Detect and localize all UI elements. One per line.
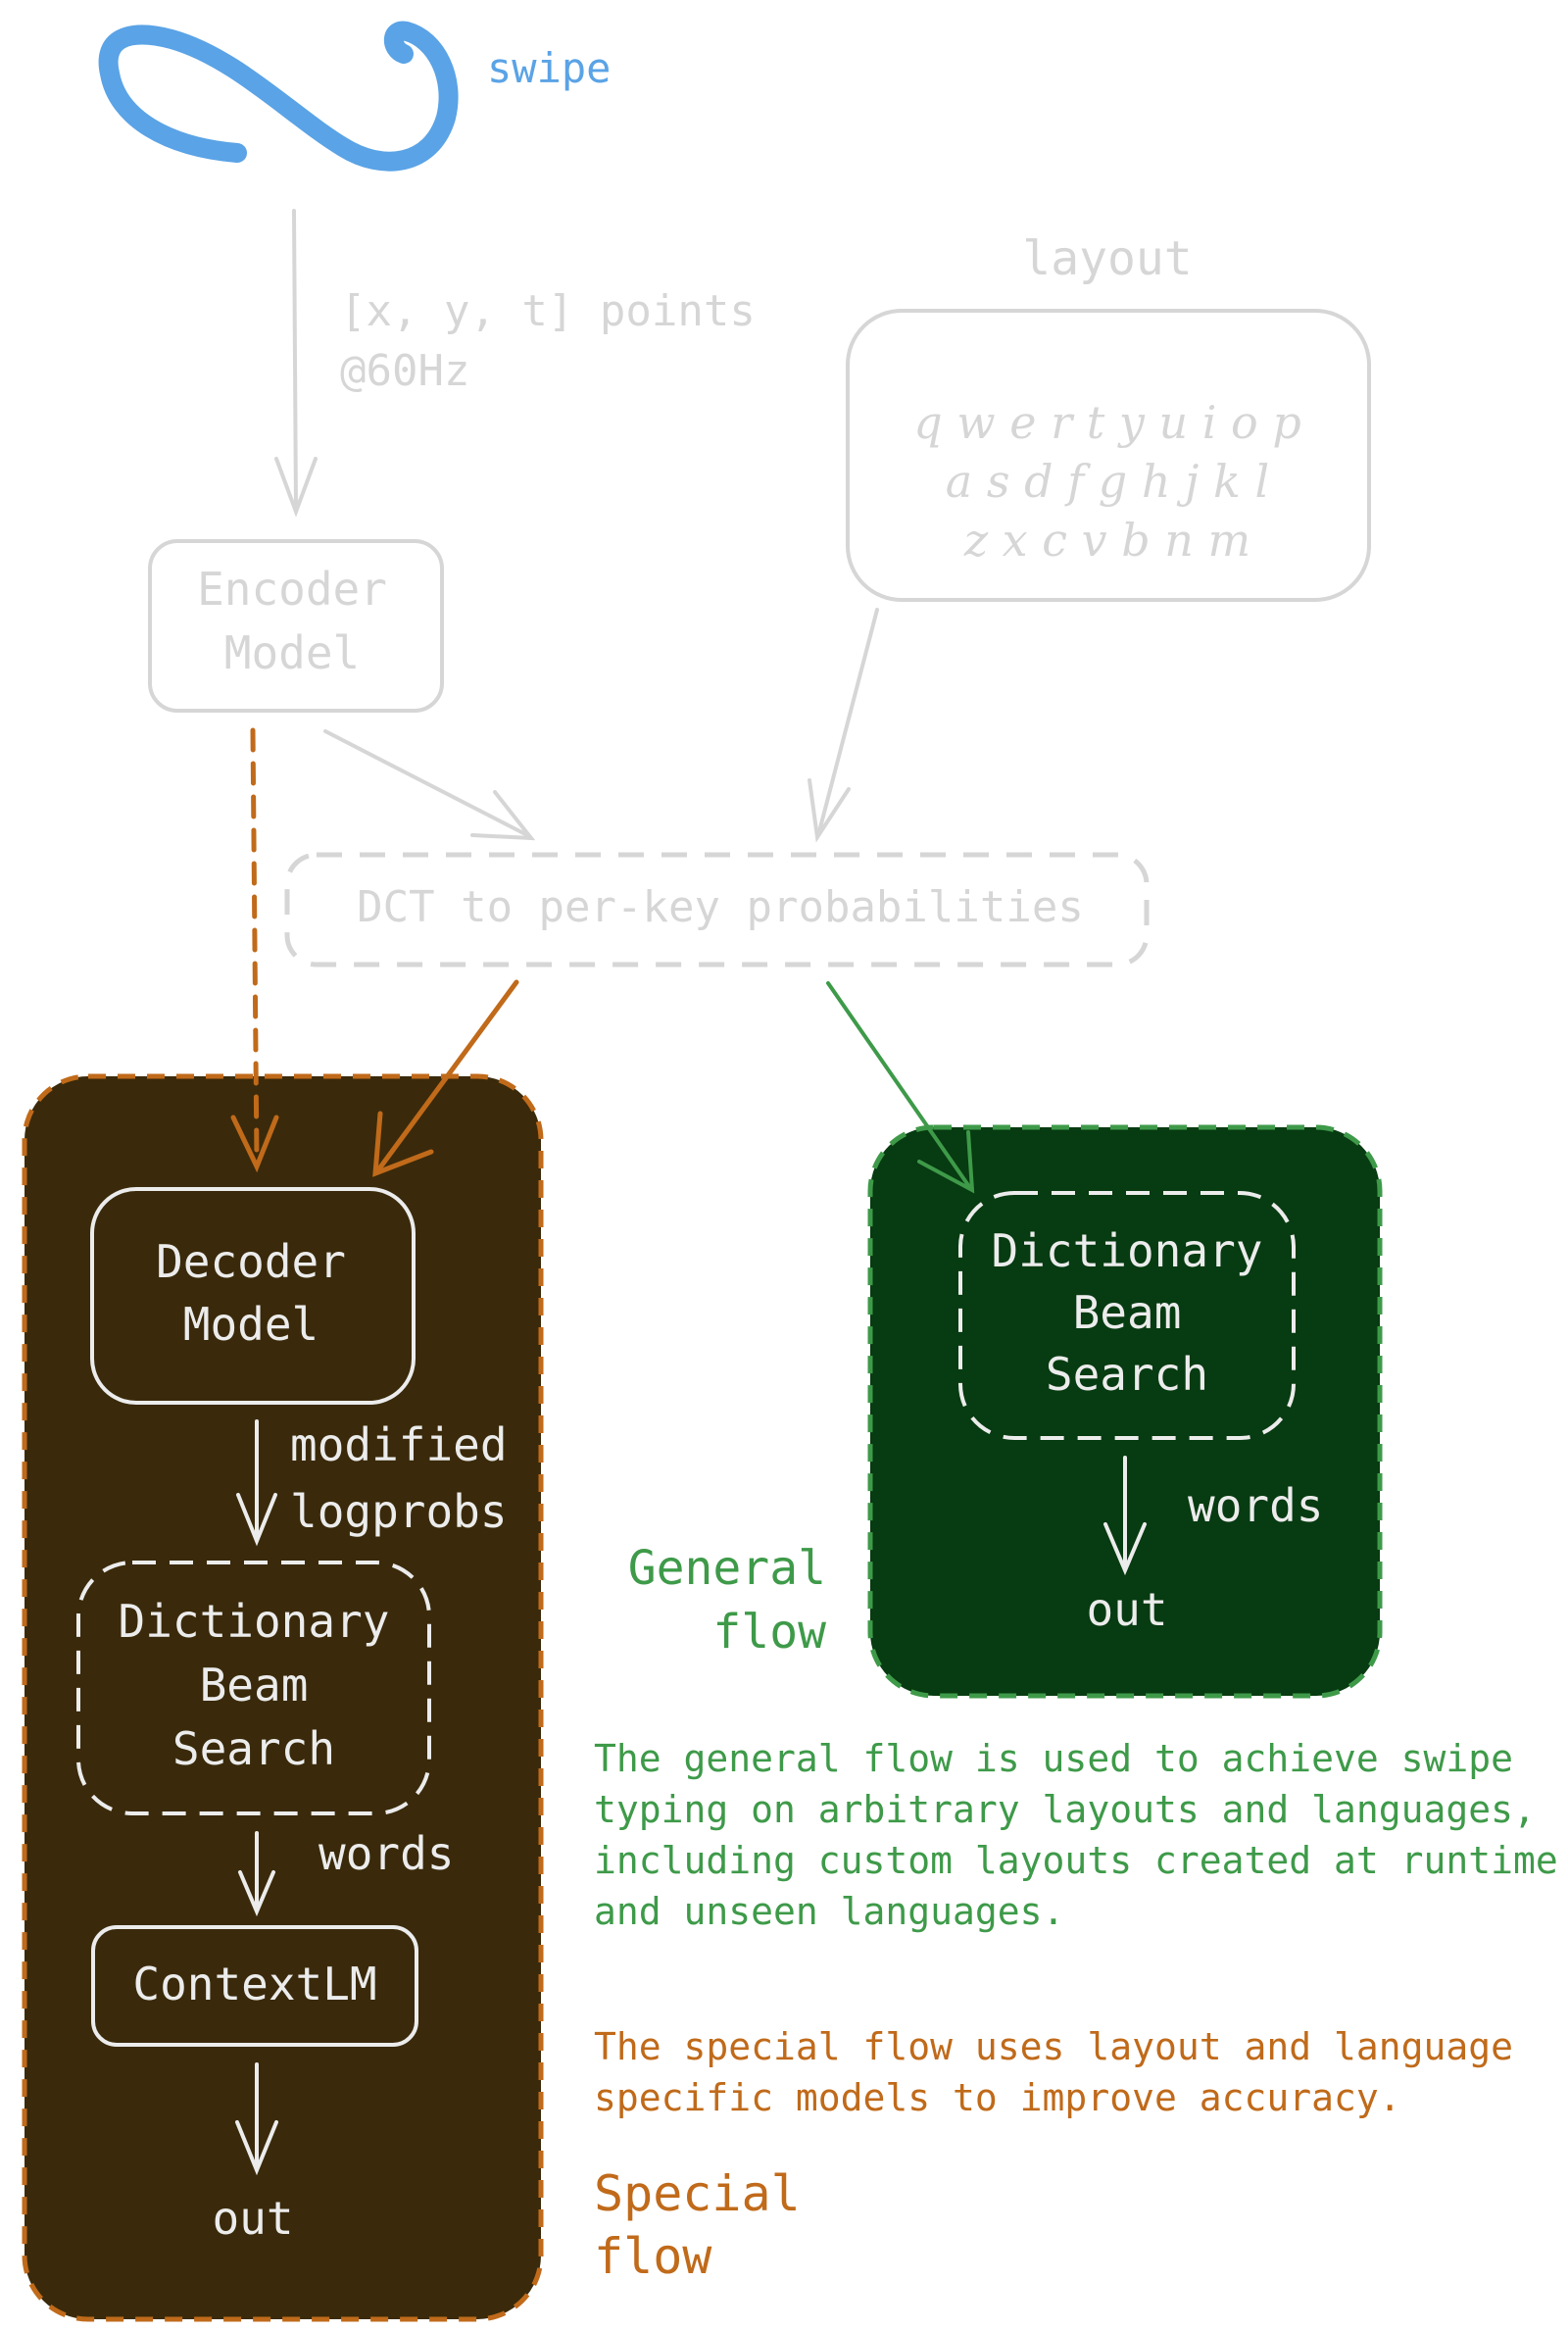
arrow-layout-to-dct [808, 608, 879, 843]
general-flow-title-line2: flow [712, 1605, 826, 1660]
sampling-rate-label: @60Hz [340, 346, 469, 396]
arrow-decoder-to-dictionary [236, 1419, 277, 1547]
special-flow-description-line2: specific models to improve accuracy. [594, 2076, 1401, 2119]
general-dictionary-label-line3: Search [1046, 1348, 1208, 1401]
special-words-label: words [318, 1827, 454, 1880]
arrow-swipe-to-encoder [274, 209, 318, 518]
special-flow-description-line1: The special flow uses layout and languag… [594, 2025, 1513, 2068]
special-dictionary-label-line1: Dictionary [119, 1595, 390, 1648]
special-flow-title-line2: flow [594, 2228, 712, 2285]
swipe-gesture-icon [98, 21, 459, 172]
general-dictionary-box [958, 1191, 1296, 1440]
encoder-box [148, 539, 444, 713]
decoder-label-line1: Decoder [156, 1235, 346, 1288]
general-dictionary-label-line1: Dictionary [992, 1224, 1263, 1277]
special-dictionary-label-line3: Search [172, 1722, 335, 1775]
general-flow-title-line1: General [628, 1541, 826, 1596]
decoder-label-line2: Model [183, 1298, 318, 1351]
arrow-dictionary-to-contextlm [238, 1831, 275, 1917]
general-flow-description-line1: The general flow is used to achieve swip… [594, 1737, 1513, 1780]
general-words-label: words [1188, 1479, 1323, 1532]
general-flow-description-line4: and unseen languages. [594, 1890, 1064, 1933]
arrow-contextlm-to-out [235, 2062, 278, 2176]
encoder-label-line2: Model [224, 626, 360, 679]
dct-box [284, 852, 1150, 967]
special-dictionary-label-line2: Beam [200, 1659, 309, 1711]
modified-logprobs-label-line2: logprobs [290, 1485, 508, 1538]
general-flow-description-line2: typing on arbitrary layouts and language… [594, 1788, 1536, 1831]
decoder-box [90, 1187, 416, 1405]
arrow-dct-to-general-dictionary [826, 981, 975, 1194]
special-dictionary-box [76, 1561, 431, 1815]
special-out-label: out [212, 2192, 293, 2245]
general-dictionary-label-line2: Beam [1073, 1286, 1182, 1339]
general-out-label: out [1086, 1583, 1167, 1636]
keyboard-row-3: z x c v b n m [963, 514, 1250, 567]
general-flow-description-line3: including custom layouts created at runt… [594, 1839, 1558, 1882]
layout-box [846, 309, 1371, 602]
special-flow-title-line1: Special [594, 2165, 801, 2222]
layout-title: layout [1022, 231, 1192, 286]
modified-logprobs-label-line1: modified [290, 1418, 508, 1471]
general-flow-container [867, 1124, 1383, 1699]
contextlm-label: ContextLM [132, 1958, 376, 2010]
dct-label: DCT to per-key probabilities [357, 882, 1084, 932]
arrow-dct-to-decoder [372, 979, 519, 1177]
points-label: [x, y, t] points [340, 286, 756, 336]
arrow-encoder-to-dct [323, 729, 536, 841]
keyboard-row-2: a s d f g h j k l [946, 455, 1269, 508]
swipe-label: swipe [487, 44, 611, 92]
contextlm-box [91, 1925, 418, 2047]
arrow-general-dictionary-to-out [1103, 1456, 1147, 1576]
special-flow-container [22, 1073, 544, 2322]
encoder-label-line1: Encoder [197, 563, 387, 616]
arrow-encoder-to-decoder [230, 727, 279, 1173]
keyboard-row-1: q w e r t y u i o p [913, 396, 1301, 449]
